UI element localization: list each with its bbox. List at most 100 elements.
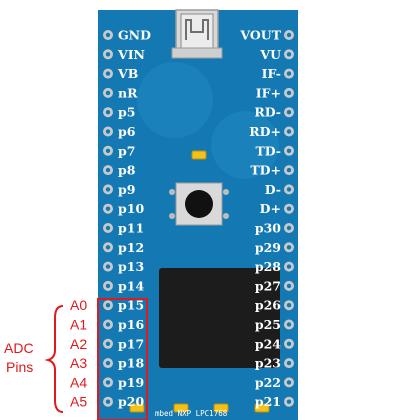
pin-hole (286, 90, 292, 96)
right-pin-label: p30 (255, 221, 281, 236)
pin-hole (105, 110, 111, 115)
pin-hole (105, 167, 111, 173)
pin-hole (286, 225, 292, 231)
right-pin-d+: D+ (260, 201, 294, 216)
pin-hole (286, 360, 292, 366)
right-pin-rd-: RD- (254, 105, 294, 120)
left-pin-p9: p9 (103, 182, 135, 197)
right-pin-label: VOUT (239, 28, 281, 43)
pin-hole (286, 303, 292, 308)
right-pin-label: TD+ (250, 163, 281, 178)
pin-hole (105, 187, 111, 192)
adc-title-line1: ADC (4, 340, 34, 356)
left-pin-p15: p15 (103, 298, 144, 313)
right-pin-label: p27 (255, 278, 281, 293)
pin-hole (105, 303, 111, 308)
left-pin-vb: VB (103, 66, 138, 81)
right-pin-p30: p30 (255, 221, 294, 236)
pcb-shade-2 (211, 111, 279, 179)
pin-hole (286, 52, 292, 57)
left-pin-label: p13 (118, 259, 144, 274)
right-pin-label: p28 (255, 259, 281, 274)
adc-highlight-box (97, 298, 148, 420)
left-pin-p8: p8 (103, 163, 136, 178)
left-pin-label: nR (118, 85, 138, 100)
left-pin-label: p10 (118, 201, 144, 216)
right-pin-p26: p26 (255, 298, 294, 313)
left-pin-p16: p16 (103, 317, 144, 332)
pin-hole (105, 32, 111, 38)
left-pin-p11: p11 (103, 221, 144, 236)
left-pin-label: p15 (118, 298, 144, 313)
led-3 (213, 403, 229, 413)
right-pin-label: p25 (255, 317, 281, 332)
right-pin-label: p29 (255, 240, 281, 255)
pin-hole (286, 322, 292, 327)
right-pin-label: RD+ (249, 124, 281, 139)
right-pin-if-: IF- (262, 66, 294, 81)
right-pin-label: IF+ (256, 85, 281, 100)
left-pin-label: p19 (118, 375, 144, 390)
right-pin-td+: TD+ (250, 163, 294, 178)
adc-channel-a4: A4 (70, 374, 87, 390)
pin-hole (105, 71, 111, 76)
left-pin-label: p11 (118, 221, 144, 236)
left-pin-header: GNDVINVBnRp5p6p7p8p9p10p11p12p13p14p15p1… (103, 28, 151, 409)
right-pin-p29: p29 (255, 240, 294, 255)
left-pin-label: p12 (118, 240, 144, 255)
adc-title-line2: Pins (6, 359, 33, 375)
adc-channel-a1: A1 (70, 317, 87, 333)
right-pin-vout: VOUT (239, 28, 294, 43)
left-pin-gnd: GND (103, 28, 151, 43)
board-name-label: mbed NXP LPC1768 (155, 409, 228, 418)
right-pin-p25: p25 (255, 317, 294, 332)
pin-hole (286, 167, 292, 173)
left-pin-label: p14 (118, 278, 144, 293)
usb-connector (171, 9, 223, 59)
pin-hole (286, 380, 292, 385)
pin-hole (105, 225, 111, 231)
pin-hole (286, 264, 292, 269)
pin-hole (105, 264, 111, 269)
pin-hole (105, 341, 111, 346)
adc-channel-a3: A3 (70, 355, 87, 371)
left-pin-p13: p13 (103, 259, 144, 274)
right-pin-label: p22 (255, 375, 281, 390)
reset-button[interactable] (169, 182, 229, 226)
pin-hole (286, 148, 292, 153)
pin-hole (286, 32, 292, 38)
pin-hole (105, 399, 111, 404)
pin-hole (105, 148, 111, 153)
left-pin-p7: p7 (103, 143, 135, 158)
right-pin-label: D+ (260, 201, 281, 216)
right-pin-label: VU (259, 47, 281, 62)
adc-channel-a2: A2 (70, 336, 87, 352)
left-pin-p12: p12 (103, 240, 144, 255)
adc-channel-a5: A5 (70, 394, 87, 410)
left-pin-label: p20 (118, 394, 144, 409)
left-pin-nr: nR (103, 85, 138, 100)
left-pin-label: p7 (118, 143, 135, 158)
pin-hole (286, 206, 292, 211)
pin-hole (286, 283, 292, 289)
left-pin-label: VB (117, 66, 138, 81)
pin-hole (286, 71, 292, 76)
left-pin-p20: p20 (103, 394, 144, 409)
right-pin-label: IF- (262, 66, 281, 81)
right-pin-label: p24 (255, 336, 281, 351)
adc-brace (44, 305, 64, 413)
left-pin-label: p17 (118, 336, 144, 351)
left-pin-p19: p19 (103, 375, 144, 390)
pin-hole (286, 129, 292, 134)
pin-hole (105, 245, 111, 250)
right-pin-p24: p24 (255, 336, 294, 351)
right-pin-label: p26 (255, 298, 281, 313)
left-pin-p6: p6 (103, 124, 136, 139)
left-pin-vin: VIN (103, 47, 145, 62)
right-pin-p27: p27 (255, 278, 294, 293)
right-pin-label: D- (265, 182, 281, 197)
left-pin-p18: p18 (103, 356, 144, 371)
pin-hole (105, 360, 111, 366)
pin-hole (105, 129, 111, 134)
